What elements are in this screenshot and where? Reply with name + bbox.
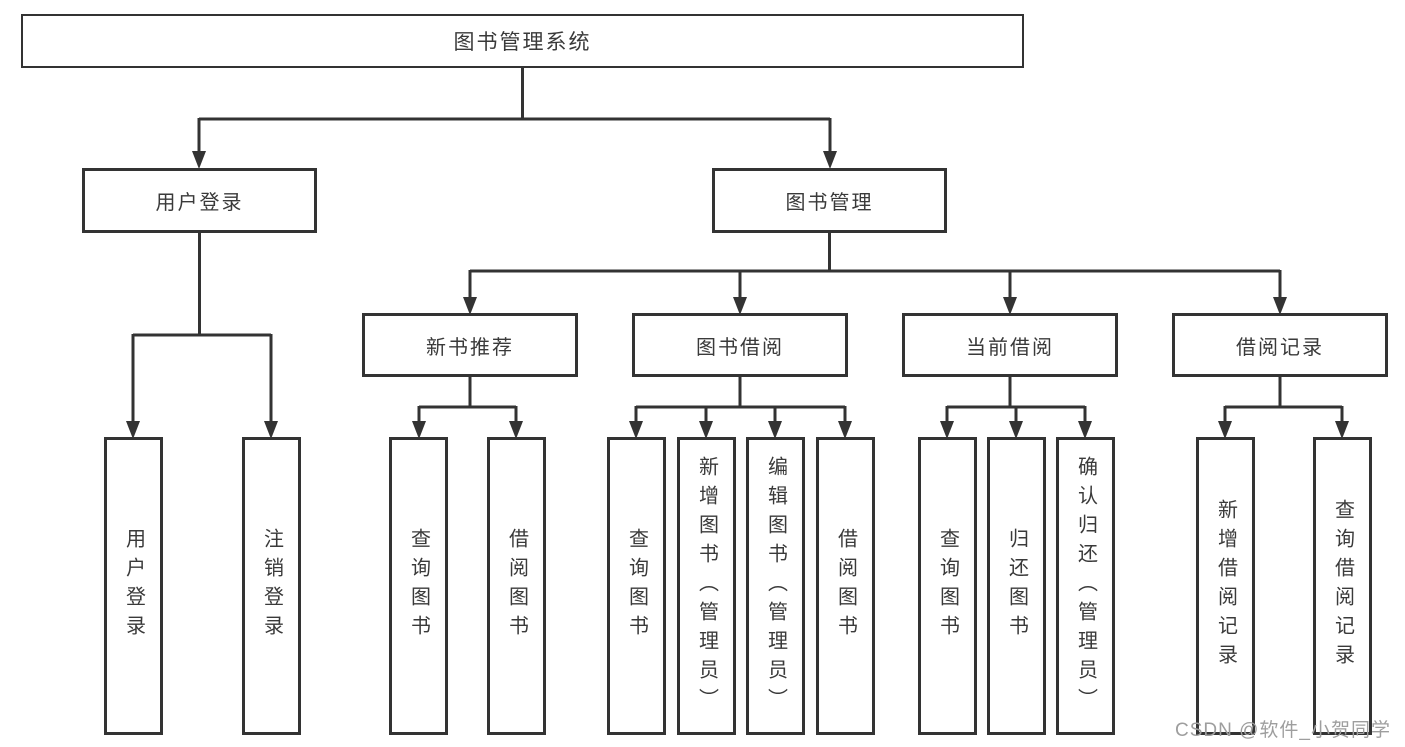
leaf-query-borrow-record-label: 查询借阅记录	[1331, 499, 1354, 673]
leaf-query-borrow-record: 查询借阅记录	[1313, 437, 1372, 735]
leaf-return-books-label: 归还图书	[1005, 528, 1028, 644]
leaf-add-borrow-record: 新增借阅记录	[1196, 437, 1255, 735]
leaf-logout-label: 注销登录	[260, 528, 283, 644]
leaf-return-books: 归还图书	[987, 437, 1046, 735]
connector-root-to-level2	[192, 66, 837, 169]
node-book-borrowing: 图书借阅	[632, 313, 848, 377]
connector-book-mgmt-to-level3	[463, 233, 1287, 315]
node-root-system: 图书管理系统	[21, 14, 1024, 68]
node-borrowing-records-label: 借阅记录	[1236, 336, 1324, 359]
connector-new-book-rec-to-leaves	[412, 377, 523, 439]
node-current-borrowing: 当前借阅	[902, 313, 1118, 377]
leaf-user-login: 用户登录	[104, 437, 163, 735]
connector-borrow-records-to-leaves	[1218, 377, 1349, 439]
node-book-management: 图书管理	[712, 168, 947, 233]
leaf-logout: 注销登录	[242, 437, 301, 735]
leaf-query-books-recommend-label: 查询图书	[407, 528, 430, 644]
connector-book-borrow-to-leaves	[629, 377, 852, 439]
leaf-borrow-books-borrowing: 借阅图书	[816, 437, 875, 735]
csdn-watermark: CSDN @软件_小贺同学	[1175, 720, 1391, 741]
node-user-login-label: 用户登录	[155, 192, 244, 214]
leaf-query-books-recommend: 查询图书	[389, 437, 448, 735]
leaf-query-books-borrowing: 查询图书	[607, 437, 666, 735]
leaf-edit-books-admin-label: 编辑图书（管理员）	[764, 455, 787, 717]
leaf-query-books-borrowing-label: 查询图书	[625, 528, 648, 644]
node-current-borrowing-label: 当前借阅	[966, 336, 1054, 359]
node-new-book-recommend-label: 新书推荐	[426, 336, 514, 359]
node-book-management-label: 图书管理	[785, 192, 874, 214]
leaf-borrow-books-recommend-label: 借阅图书	[505, 528, 528, 644]
leaf-user-login-label: 用户登录	[122, 528, 145, 644]
leaf-add-books-admin-label: 新增图书（管理员）	[695, 455, 718, 717]
node-borrowing-records: 借阅记录	[1172, 313, 1388, 377]
connector-user-login-to-leaves	[126, 233, 278, 439]
node-book-borrowing-label: 图书借阅	[696, 336, 784, 359]
node-new-book-recommend: 新书推荐	[362, 313, 578, 377]
leaf-add-books-admin: 新增图书（管理员）	[677, 437, 736, 735]
leaf-confirm-return-admin: 确认归还（管理员）	[1056, 437, 1115, 735]
leaf-confirm-return-admin-label: 确认归还（管理员）	[1074, 455, 1097, 717]
leaf-query-books-current: 查询图书	[918, 437, 977, 735]
leaf-edit-books-admin: 编辑图书（管理员）	[746, 437, 805, 735]
leaf-borrow-books-borrowing-label: 借阅图书	[834, 528, 857, 644]
connector-current-borrow-to-leaves	[940, 377, 1092, 439]
leaf-add-borrow-record-label: 新增借阅记录	[1214, 499, 1237, 673]
leaf-query-books-current-label: 查询图书	[936, 528, 959, 644]
leaf-borrow-books-recommend: 借阅图书	[487, 437, 546, 735]
node-user-login: 用户登录	[82, 168, 317, 233]
node-root-system-label: 图书管理系统	[453, 31, 592, 54]
